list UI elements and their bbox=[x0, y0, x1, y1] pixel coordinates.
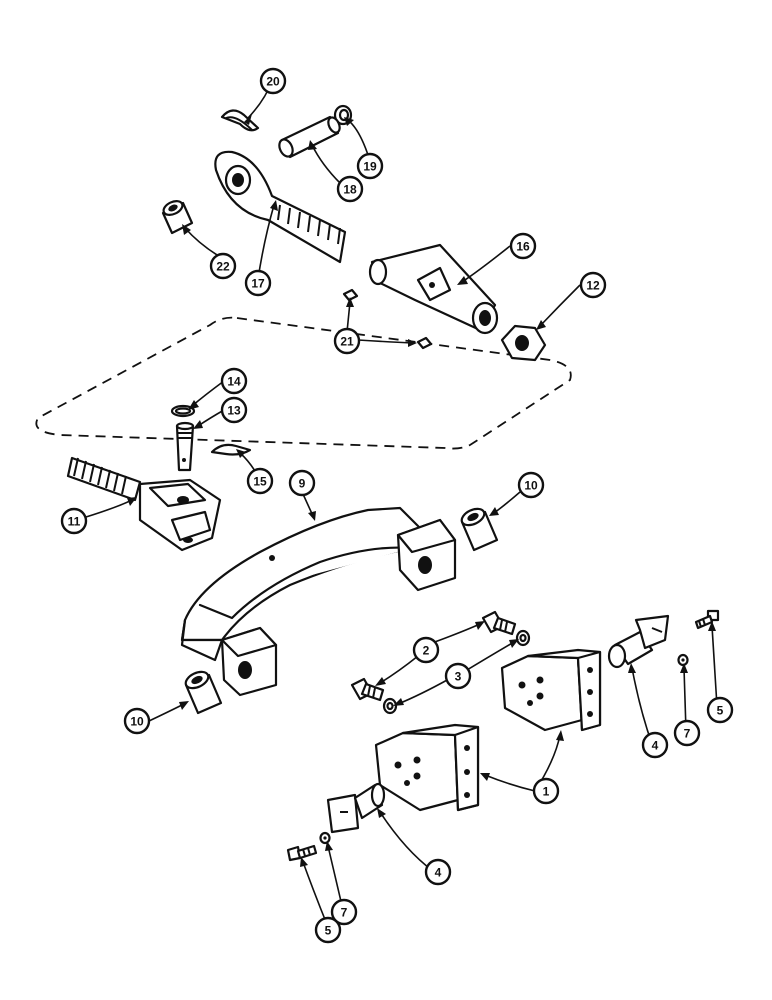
subassembly-boundary bbox=[35, 316, 572, 450]
callout-2: 2 bbox=[412, 636, 440, 664]
callout-5-left: 5 bbox=[314, 916, 342, 944]
callout-17: 17 bbox=[244, 269, 272, 297]
callout-10-right: 10 bbox=[517, 471, 545, 499]
callout-1: 1 bbox=[532, 777, 560, 805]
cotter-pin-top bbox=[220, 109, 260, 132]
washer-3-lower bbox=[382, 697, 398, 715]
callout-21-label: 21 bbox=[340, 335, 354, 349]
bolt-2-upper bbox=[481, 610, 517, 636]
clevis-11 bbox=[66, 456, 222, 552]
callout-9: 9 bbox=[288, 469, 316, 497]
callout-22: 22 bbox=[209, 252, 237, 280]
screw-5-left bbox=[286, 844, 318, 862]
callout-20-label: 20 bbox=[266, 75, 280, 89]
callout-16: 16 bbox=[509, 232, 537, 260]
yoke-9 bbox=[180, 506, 457, 697]
callout-15-label: 15 bbox=[253, 475, 267, 489]
washer-7-right bbox=[677, 653, 689, 667]
callout-12: 12 bbox=[579, 271, 607, 299]
callout-5-right-label: 5 bbox=[717, 704, 724, 718]
callout-2-label: 2 bbox=[423, 644, 430, 658]
pin-18 bbox=[278, 115, 341, 159]
bracket-1-lower bbox=[374, 723, 480, 812]
callout-4-left: 4 bbox=[424, 858, 452, 886]
bracket-1-upper bbox=[500, 648, 602, 732]
callout-21: 21 bbox=[333, 327, 361, 355]
callout-4-right-label: 4 bbox=[652, 739, 659, 753]
bolt-2-lower bbox=[350, 677, 385, 702]
callout-10-left: 10 bbox=[123, 707, 151, 735]
callout-7-right-label: 7 bbox=[684, 727, 691, 741]
callout-4-left-label: 4 bbox=[435, 866, 442, 880]
grease-fitting-lower bbox=[416, 336, 433, 350]
callout-3-label: 3 bbox=[455, 670, 462, 684]
callout-7-left-label: 7 bbox=[341, 906, 348, 920]
adjuster-tube-16 bbox=[368, 243, 499, 335]
callout-20: 20 bbox=[259, 67, 287, 95]
callout-10-right-label: 10 bbox=[524, 479, 538, 493]
callout-1-label: 1 bbox=[543, 785, 550, 799]
callout-5-left-label: 5 bbox=[325, 924, 332, 938]
callout-4-right: 4 bbox=[641, 731, 669, 759]
pin-13 bbox=[175, 421, 195, 472]
snap-ring-14 bbox=[170, 404, 196, 418]
callout-14-label: 14 bbox=[227, 375, 241, 389]
bushing-10-left bbox=[184, 670, 223, 715]
callout-12-label: 12 bbox=[586, 279, 600, 293]
callout-7-left: 7 bbox=[330, 898, 358, 926]
callout-9-label: 9 bbox=[299, 477, 306, 491]
callout-15: 15 bbox=[246, 467, 274, 495]
callout-13: 13 bbox=[220, 396, 248, 424]
callout-16-label: 16 bbox=[516, 240, 530, 254]
callout-18: 18 bbox=[336, 175, 364, 203]
callout-18-label: 18 bbox=[343, 183, 357, 197]
callout-7-right: 7 bbox=[673, 719, 701, 747]
callout-5-right: 5 bbox=[706, 696, 734, 724]
pin-4-right bbox=[607, 614, 670, 669]
callout-22-label: 22 bbox=[216, 260, 230, 274]
callout-11-label: 11 bbox=[68, 515, 81, 529]
grease-fitting-upper bbox=[342, 288, 359, 302]
bushing-10-right bbox=[460, 507, 499, 552]
callout-3: 3 bbox=[444, 662, 472, 690]
washer-3-upper bbox=[515, 629, 531, 647]
callout-19-label: 19 bbox=[363, 160, 377, 174]
callout-11: 11 bbox=[60, 507, 88, 535]
callout-19: 19 bbox=[356, 152, 384, 180]
callout-14: 14 bbox=[220, 367, 248, 395]
bushing-22 bbox=[161, 200, 194, 235]
rod-end-17 bbox=[214, 150, 347, 264]
washer-7-left bbox=[319, 831, 331, 845]
pin-4-left bbox=[326, 782, 386, 834]
callout-13-label: 13 bbox=[227, 404, 241, 418]
callout-17-label: 17 bbox=[251, 277, 265, 291]
hex-nut-12 bbox=[500, 324, 547, 362]
screw-5-right bbox=[694, 609, 720, 630]
callout-10-left-label: 10 bbox=[130, 715, 144, 729]
